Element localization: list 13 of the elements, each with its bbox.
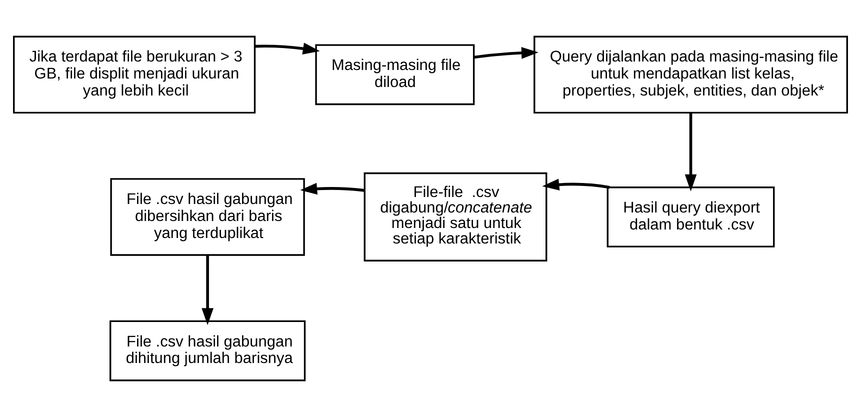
node-box: File-file .csv digabung/concatenate menjadi satu untuk setiap karakteristik (364, 172, 548, 262)
node-box: Jika terdapat file berukuran > 3 GB, file displit menjadi ukuran yang lebih kecil (13, 36, 256, 114)
node-box: File .csv hasil gabungan dihitung jumlah barisnya (110, 320, 306, 382)
arrow (542, 178, 610, 191)
arrow (202, 256, 214, 326)
node-box: Hasil query diexport dalam bentuk .csv (606, 186, 775, 248)
node-box: File .csv hasil gabungan dibersihkan dari baris yang terduplikat (110, 178, 305, 256)
arrow (254, 42, 320, 54)
arrow (300, 182, 365, 195)
node-box: Query dijalankan pada masing-masing file untuk mendapatkan list kelas, properties, subjek, entities, dan objek* (534, 36, 848, 114)
node-box: Masing-masing file diload (315, 44, 475, 106)
arrow (474, 47, 538, 59)
arrow (684, 112, 697, 192)
